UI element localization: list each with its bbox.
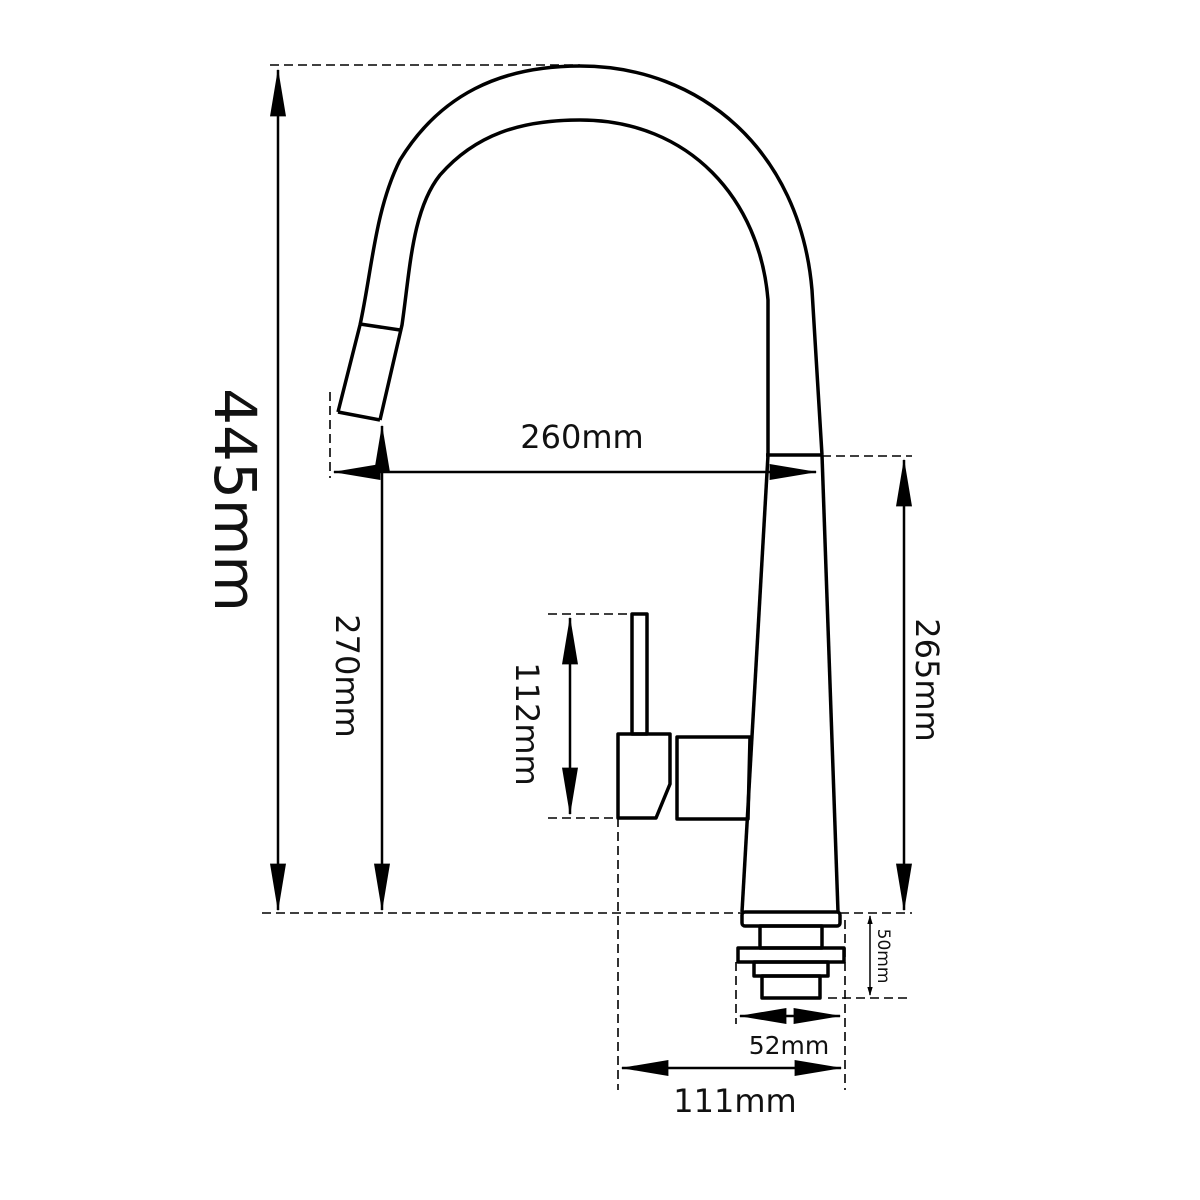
dimension-lever-height: 112mm [508,616,578,816]
dimension-shank-diameter: 52mm [738,1008,842,1060]
spray-head-joint [359,322,401,332]
extension-lines [262,64,912,1090]
dimension-base-width: 111mm [620,1060,843,1120]
svg-text:270mm: 270mm [328,614,366,737]
svg-text:260mm: 260mm [520,418,643,456]
svg-text:52mm: 52mm [749,1031,830,1060]
svg-text:112mm: 112mm [508,662,546,785]
base-shank [736,910,846,1000]
svg-text:111mm: 111mm [673,1082,796,1120]
spout [336,64,824,456]
dimension-body-height: 265mm [896,458,946,912]
dimension-base-height: 50mm [867,915,893,996]
spout-outlet [337,410,381,422]
svg-text:445mm: 445mm [201,388,269,612]
dimension-total-height: 445mm [201,68,286,912]
dimension-spout-outlet-height: 270mm [328,424,390,912]
lever-handle [616,612,752,821]
svg-text:50mm: 50mm [873,929,893,984]
dimension-spout-reach: 260mm [332,418,818,480]
svg-text:265mm: 265mm [908,618,946,741]
faucet-body [740,453,840,913]
